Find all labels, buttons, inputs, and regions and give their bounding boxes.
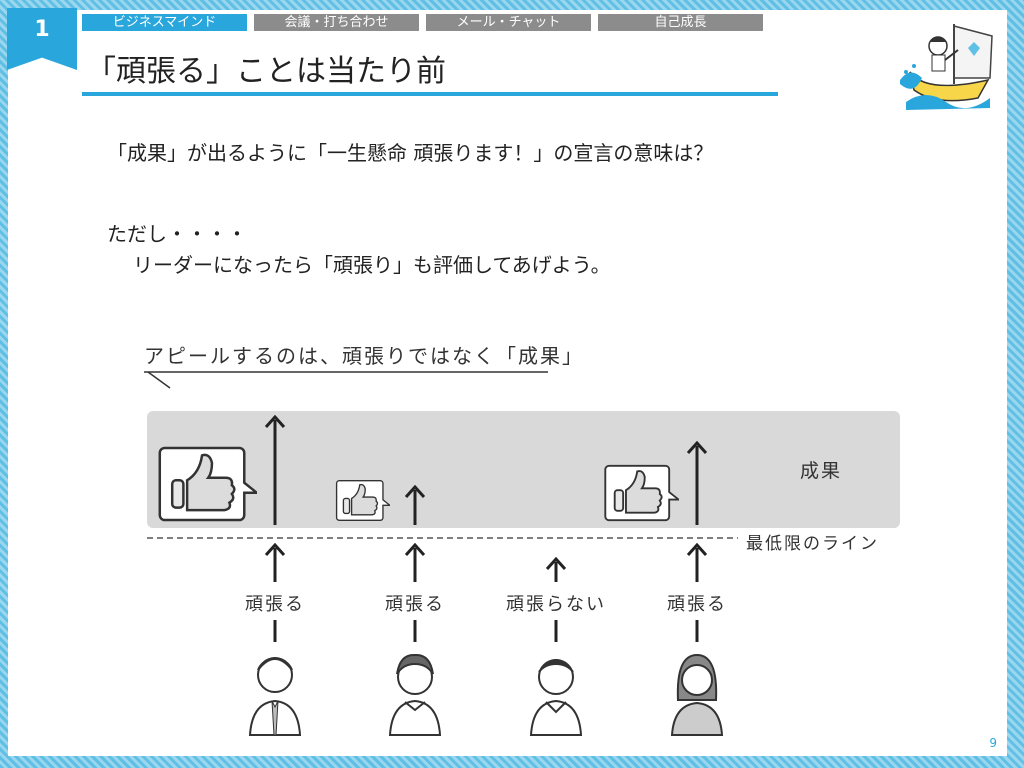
diagram-caption: アピールするのは、頑張りではなく「成果」 [144, 344, 584, 368]
category-tabs: ビジネスマインド 会議・打ち合わせ メール・チャット 自己成長 [82, 14, 763, 31]
person-2-avatar [388, 653, 442, 736]
tab-meeting[interactable]: 会議・打ち合わせ [254, 14, 419, 31]
person-3-avatar [529, 659, 583, 736]
person-4-avatar [670, 653, 724, 736]
person-3-effort-label: 頑張らない [506, 594, 606, 615]
result-band [147, 411, 900, 528]
caption-pointer [147, 371, 171, 389]
page-number: 9 [989, 736, 997, 750]
thumbs-up-icon-large [158, 446, 257, 522]
caveat-intro: ただし・・・・ [107, 222, 247, 246]
caveat-text: リーダーになったら「頑張り」も評価してあげよう。 [133, 253, 611, 277]
page-title: 「頑張る」ことは当たり前 [86, 54, 446, 89]
tab-business-mind[interactable]: ビジネスマインド [82, 14, 247, 31]
tab-self-growth[interactable]: 自己成長 [598, 14, 763, 31]
thumbs-up-icon-medium [604, 464, 679, 522]
person-4-effort-label: 頑張る [667, 594, 727, 615]
mascot-boat-illustration [900, 24, 993, 110]
thumbs-up-icon-small [335, 480, 390, 521]
slide: 1 ビジネスマインド 会議・打ち合わせ メール・チャット 自己成長 「頑張る」こ… [7, 8, 1007, 756]
result-label: 成果 [800, 460, 842, 482]
minimum-line-label: 最低限のライン [746, 534, 879, 554]
title-underline [82, 92, 778, 96]
tab-mail-chat[interactable]: メール・チャット [426, 14, 591, 31]
person-1-effort-label: 頑張る [245, 594, 305, 615]
question-text: 「成果」が出るように「一生懸命 頑張ります！」の宣言の意味は？ [107, 141, 714, 165]
person-1-avatar [248, 656, 302, 736]
person-2-effort-label: 頑張る [385, 594, 445, 615]
